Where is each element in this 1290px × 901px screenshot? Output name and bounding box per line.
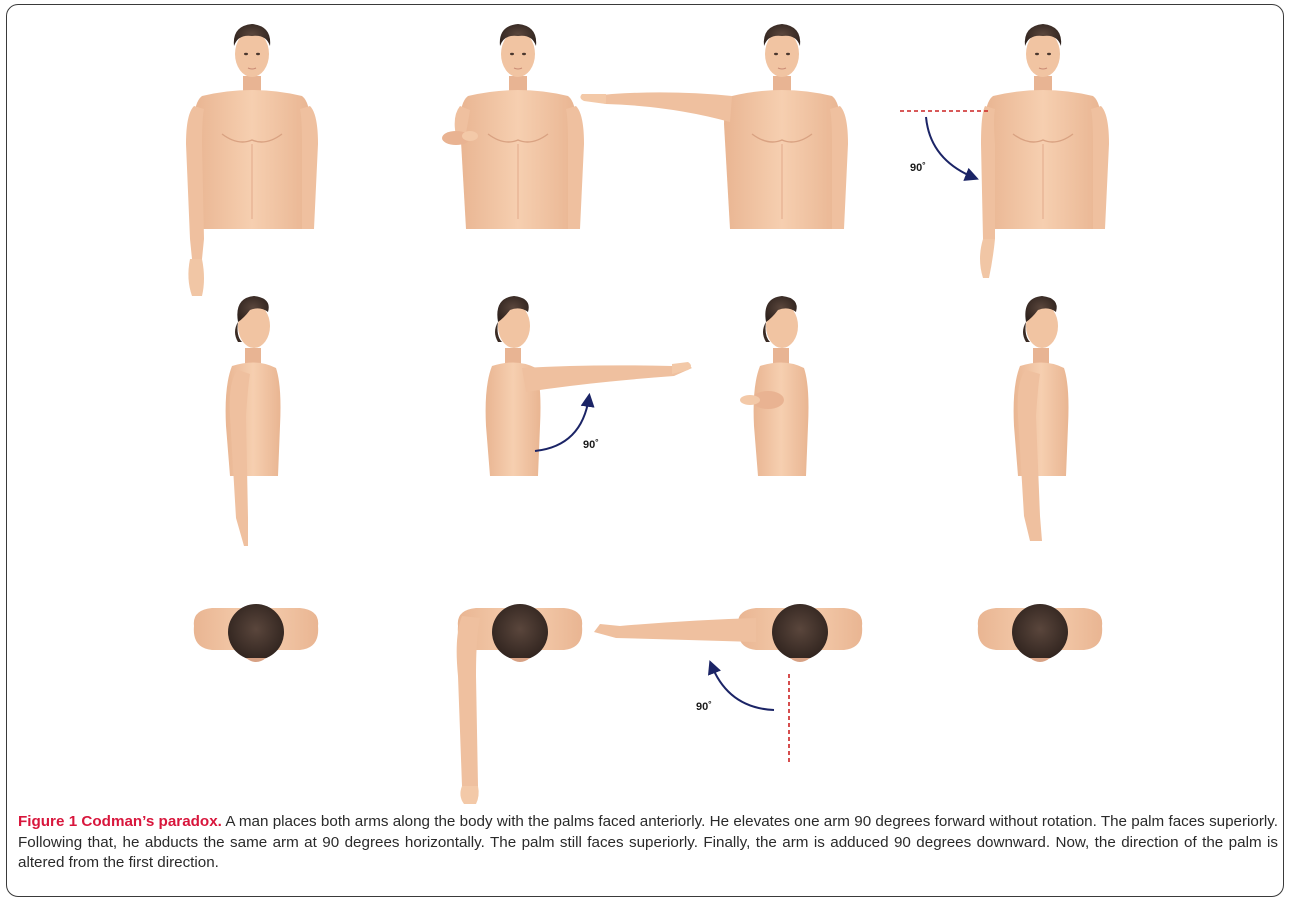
- figure-illustration: 90˚ 90˚ 90˚: [0, 0, 1290, 810]
- top-view-arms-down: [194, 604, 318, 662]
- side-view-arm-adducted: [1014, 296, 1069, 541]
- top-view-arm-forward: [457, 604, 583, 804]
- top-view-arm-abducted: [594, 604, 862, 662]
- side-view-arm-abducted: [740, 296, 809, 476]
- top-view-arm-adducted: [978, 604, 1102, 662]
- front-view-arm-adducted: [980, 24, 1109, 278]
- figure-caption: Figure 1 Codman’s paradox. A man places …: [18, 812, 1278, 874]
- arrow-90-degree-2: [535, 397, 589, 451]
- front-view-arm-abducted: [580, 24, 848, 229]
- angle-label-3: 90˚: [696, 701, 712, 713]
- front-view-arm-forward: [442, 24, 584, 229]
- arrow-90-degree-1: [926, 117, 975, 178]
- side-view-arm-down: [226, 296, 281, 546]
- angle-label-2: 90˚: [583, 439, 599, 451]
- arrow-90-degree-3: [711, 664, 774, 710]
- front-view-arms-down: [186, 24, 318, 296]
- caption-label: Figure 1 Codman’s paradox.: [18, 813, 222, 830]
- angle-label-1: 90˚: [910, 162, 926, 174]
